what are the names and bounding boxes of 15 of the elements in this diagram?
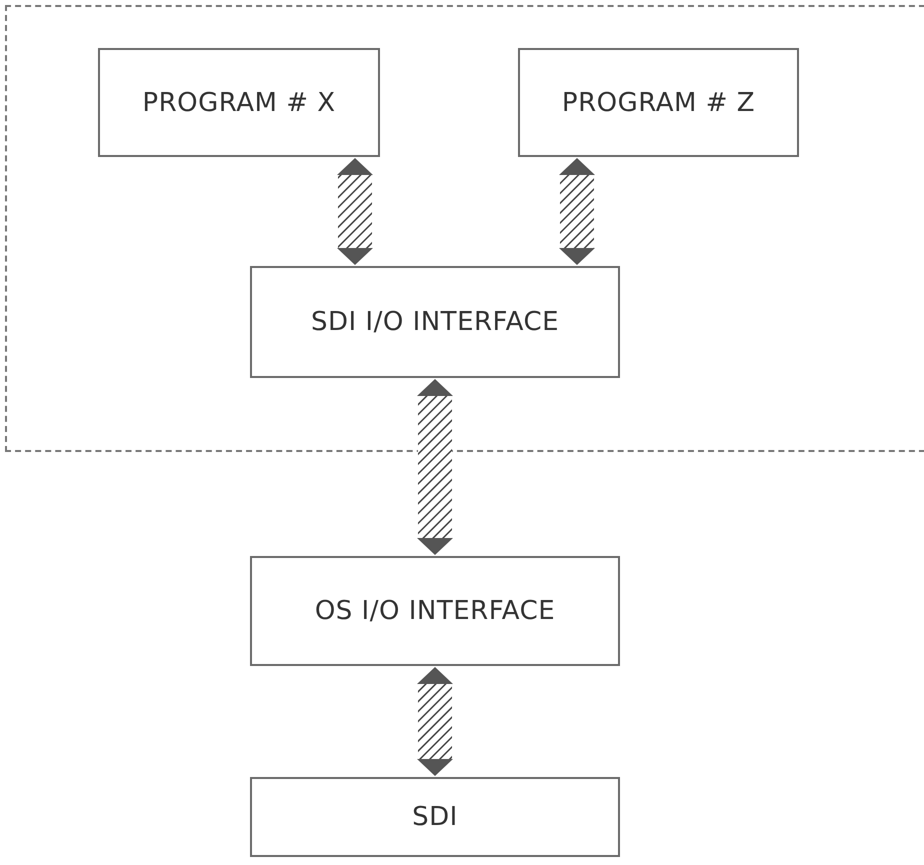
process-box: [98, 48, 380, 157]
box-label: PROGRAM # X: [142, 88, 336, 118]
bus-connector: [417, 379, 453, 555]
process-box: [250, 556, 620, 666]
box-label: SDI I/O INTERFACE: [310, 307, 560, 337]
box-label: PROGRAM # Z: [562, 88, 756, 118]
box-label: OS I/O INTERFACE: [314, 596, 556, 626]
process-box: [250, 777, 620, 857]
dashed-boundary: [5, 5, 924, 452]
process-box: [250, 266, 620, 378]
bus-connector: [559, 158, 595, 265]
bus-connector: [337, 158, 373, 265]
bus-connector: [417, 667, 453, 776]
box-label: SDI: [412, 802, 458, 832]
process-box: [518, 48, 799, 157]
